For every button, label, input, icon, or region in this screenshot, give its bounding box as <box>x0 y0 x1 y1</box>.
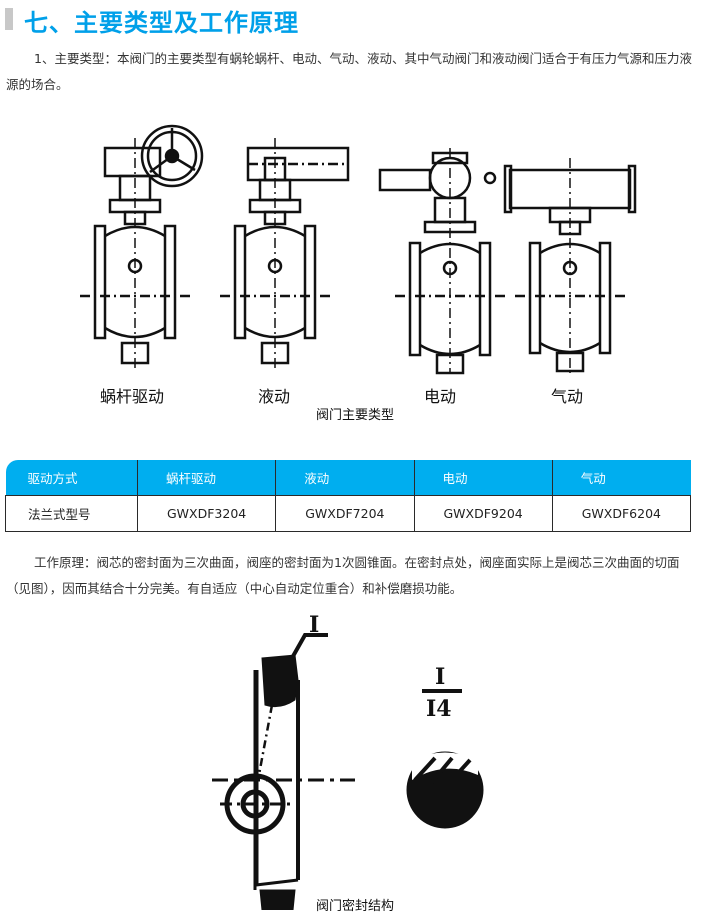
table-cell: GWXDF6204 <box>551 495 692 532</box>
hydraulic-valve <box>220 138 350 368</box>
types-caption: 阀门主要类型 <box>316 408 395 423</box>
table-header-cell: 驱动方式 <box>5 460 138 496</box>
table-cell: 法兰式型号 <box>5 495 138 532</box>
seal-structure-drawing: I I I4 <box>212 612 484 910</box>
table-header-cell: 气动 <box>552 460 691 496</box>
intro-paragraph: 1、主要类型：本阀门的主要类型有蜗轮蜗杆、电动、气动、液动、其中气动阀门和液动阀… <box>6 51 692 92</box>
pneumatic-valve <box>503 158 637 373</box>
table-row: 法兰式型号 GWXDF3204 GWXDF7204 GWXDF9204 GWXD… <box>5 495 692 532</box>
table-cell: GWXDF9204 <box>413 495 553 532</box>
table-header-cell: 液动 <box>275 460 415 496</box>
model-table: 驱动方式 蜗杆驱动 液动 电动 气动 法兰式型号 GWXDF3204 GWXDF… <box>5 460 692 532</box>
label-worm-gear: 蜗杆驱动 <box>100 387 165 406</box>
callout-label: I <box>309 612 319 638</box>
table-header-cell: 蜗杆驱动 <box>137 460 277 496</box>
seal-top <box>261 654 299 708</box>
detail-label-top: I <box>435 664 445 690</box>
label-pneumatic: 气动 <box>551 387 584 406</box>
seal-bottom <box>259 889 296 910</box>
label-hydraulic: 液动 <box>258 387 291 406</box>
valve-types-drawing <box>80 124 637 375</box>
table-header-cell: 电动 <box>414 460 553 496</box>
detail-label-bottom: I4 <box>426 696 452 722</box>
table-header-row: 驱动方式 蜗杆驱动 液动 电动 气动 <box>5 460 691 496</box>
table-cell: GWXDF7204 <box>275 495 415 532</box>
electric-valve <box>378 148 505 375</box>
principle-paragraph: 工作原理：阀芯的密封面为三次曲面，阀座的密封面为1次圆锥面。在密封点处，阀座面实… <box>6 555 680 596</box>
section-title: 七、主要类型及工作原理 <box>24 9 299 37</box>
seal-caption: 阀门密封结构 <box>316 899 395 914</box>
title-bar-decoration <box>5 8 13 30</box>
label-electric: 电动 <box>424 387 457 406</box>
worm-gear-valve <box>80 124 204 368</box>
table-cell: GWXDF3204 <box>136 495 277 532</box>
